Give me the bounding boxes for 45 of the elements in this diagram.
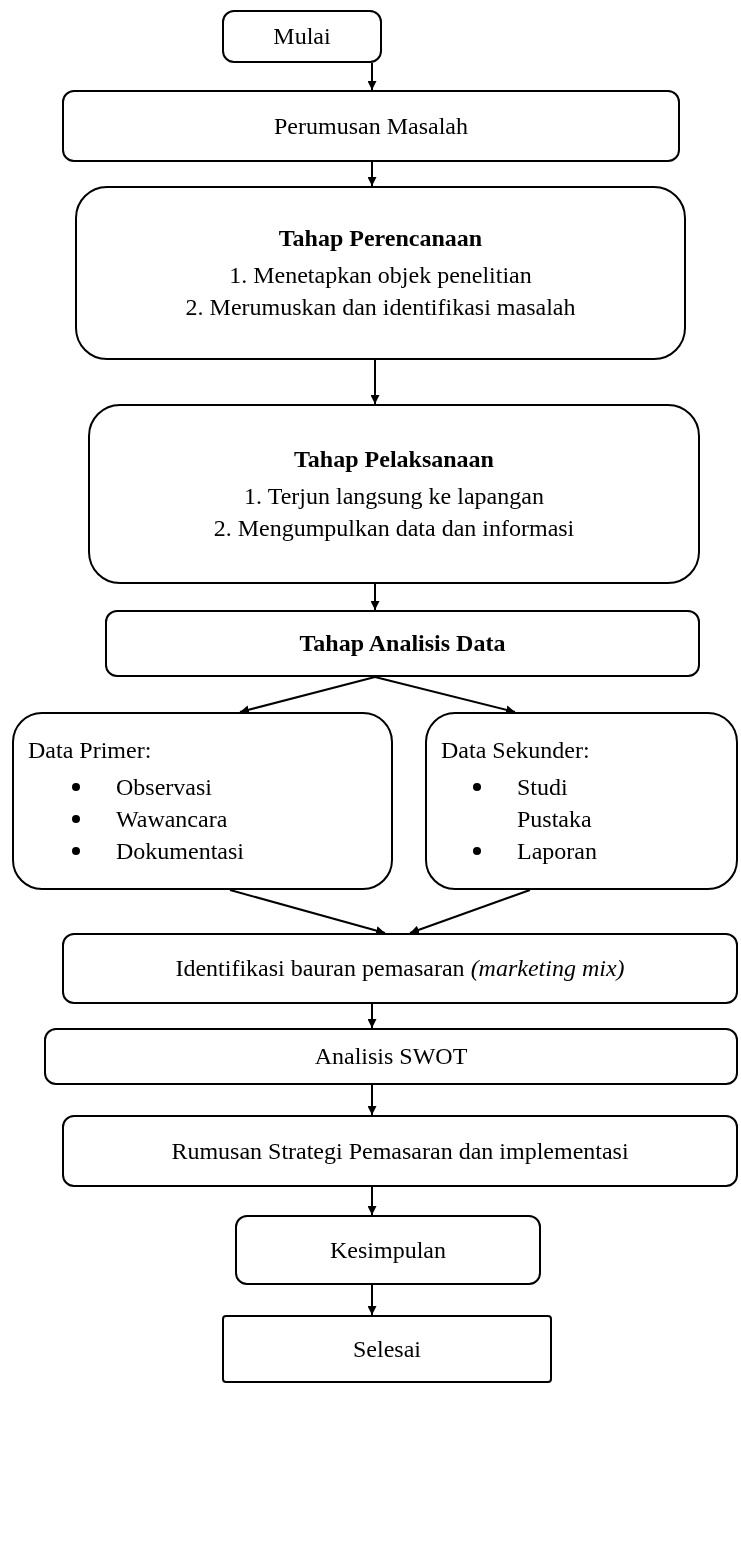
arrow [367,62,377,91]
box-title: Tahap Perencanaan [278,224,483,254]
box-title: Analisis SWOT [314,1042,468,1072]
process-box [222,10,382,63]
arrow [367,1284,377,1316]
box-title: Tahap Analisis Data [299,629,506,659]
list-item: Wawancara [116,805,228,834]
arrow [367,161,377,187]
box-title: Kesimpulan [330,1235,446,1265]
process-box [62,1115,738,1187]
box-title: Identifikasi bauran pemasaran (marketing mix) [175,954,625,984]
list-item: Studi Pustaka [517,772,593,834]
process-box [62,933,738,1004]
arrow [374,676,516,715]
process-box [222,1315,552,1383]
arrow [239,676,376,715]
process-box [12,712,393,890]
arrow [367,1084,377,1116]
arrow [409,889,531,935]
box-title: Rumusan Strategi Pemasaran dan implementasi [171,1136,629,1166]
arrow [370,583,380,611]
box-title: Selesai [353,1334,421,1364]
process-box [425,712,738,890]
process-box [235,1215,541,1285]
box-title: Data Sekunder: [441,736,590,766]
process-box [88,404,700,584]
box-title: Perumusan Masalah [274,111,468,141]
arrow [229,889,386,935]
box-title: Mulai [273,22,331,52]
list-item: 2. Merumuskan dan identifikasi masalah [185,293,576,323]
list-item: 2. Mengumpulkan data dan informasi [213,514,575,544]
list-item: 1. Menetapkan objek penelitian [229,260,532,290]
arrow [367,1186,377,1216]
list-item: Dokumentasi [116,837,244,867]
box-title: Tahap Pelaksanaan [294,445,494,475]
process-box [105,610,700,677]
list-item: Laporan [517,837,597,867]
arrow [370,359,380,405]
list-item: 1. Terjun langsung ke lapangan [244,481,544,511]
process-box [62,90,680,162]
list-item: Observasi [116,772,212,802]
arrow [367,1003,377,1029]
box-title: Data Primer: [28,736,152,766]
process-box [44,1028,738,1085]
process-box [75,186,686,360]
